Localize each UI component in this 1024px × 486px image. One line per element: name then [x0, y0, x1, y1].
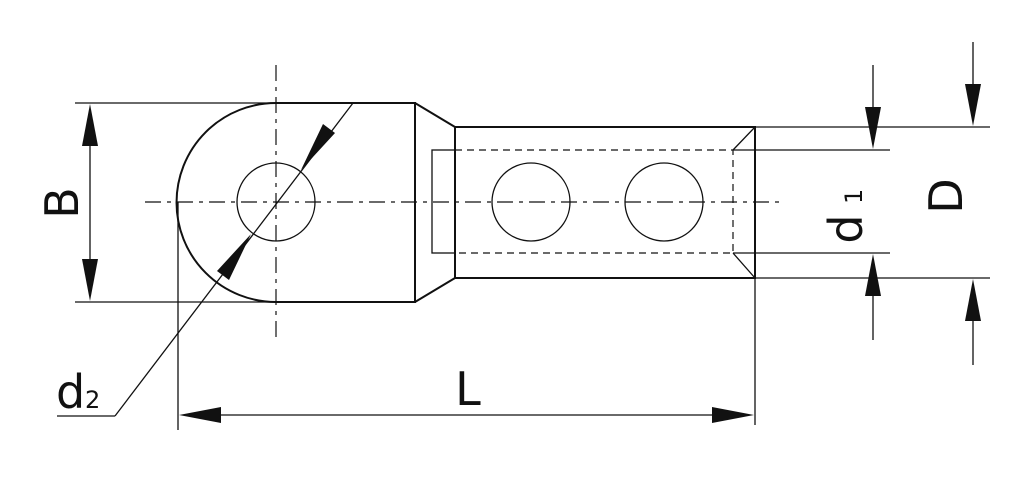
dimension-d2 — [57, 102, 354, 417]
label-d: D — [919, 178, 973, 213]
neck-taper — [414, 102, 456, 303]
dimension-d1 — [733, 65, 890, 340]
label-l: L — [455, 362, 481, 416]
svg-text:d: d — [819, 214, 873, 243]
dimension-l — [177, 202, 756, 430]
palm-outline — [175, 102, 416, 303]
bore-chamfer — [732, 126, 756, 279]
dimension-b — [75, 102, 276, 303]
label-b: B — [35, 187, 89, 219]
label-d1: d 1 — [819, 189, 873, 244]
svg-text:d: d — [56, 365, 85, 419]
label-d2: d 2 — [56, 365, 100, 419]
svg-text:2: 2 — [85, 386, 100, 414]
svg-text:1: 1 — [840, 189, 868, 204]
dimension-d — [755, 42, 990, 365]
